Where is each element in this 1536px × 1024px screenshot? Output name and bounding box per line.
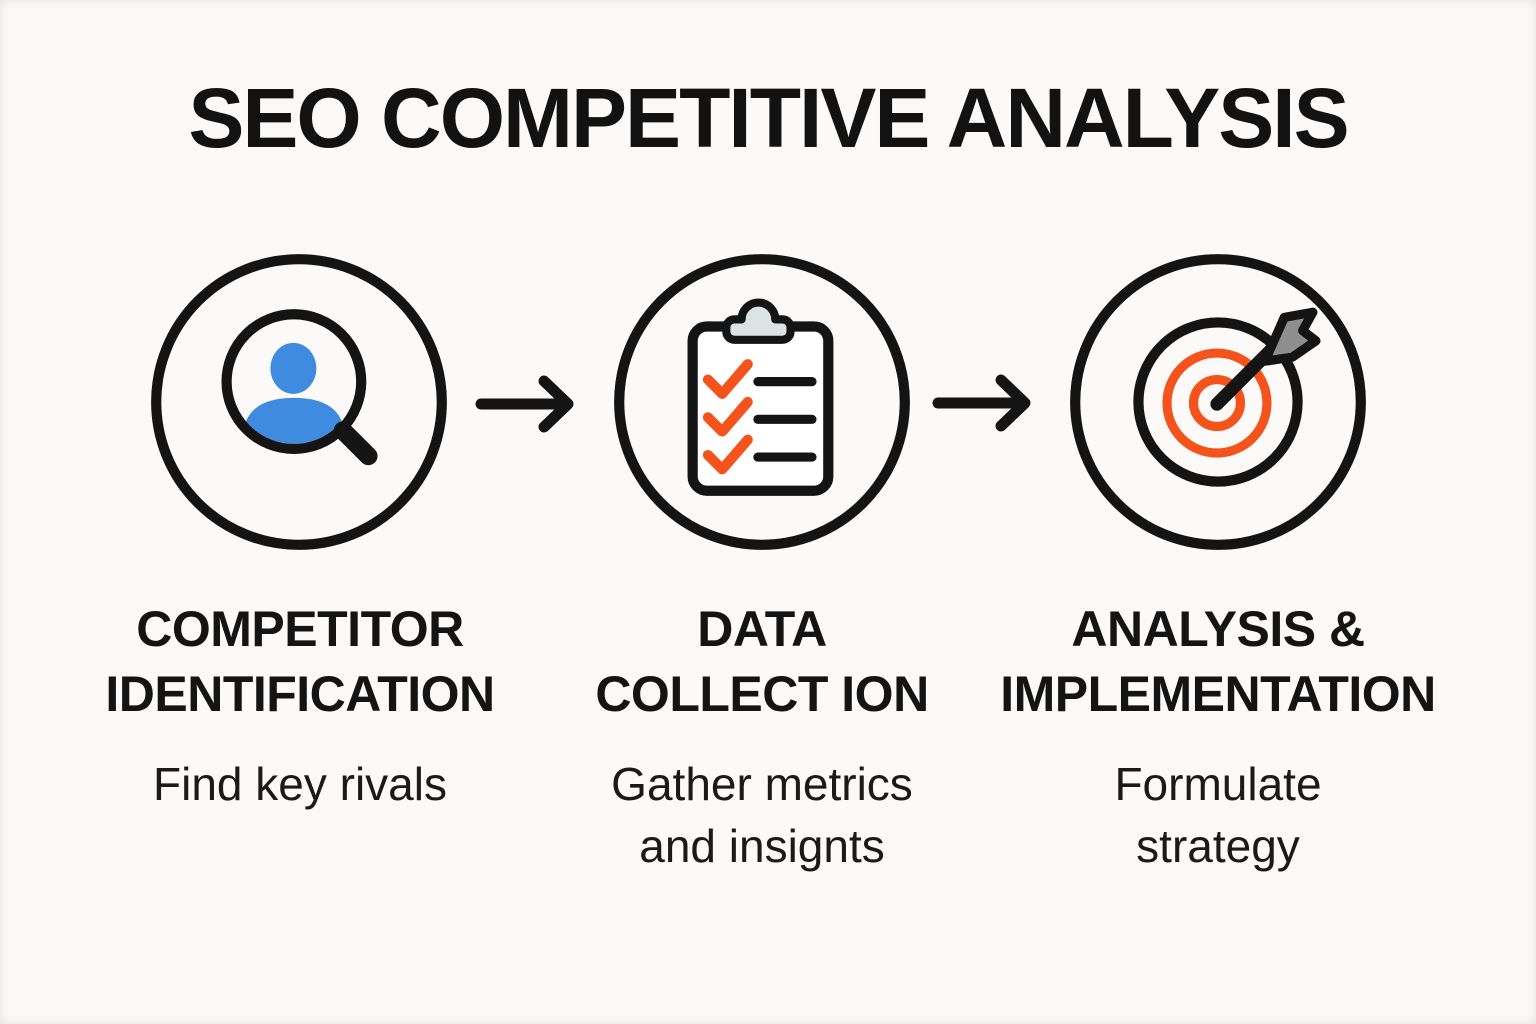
checklist-clipboard-icon	[614, 254, 910, 550]
heading-line: ANALYSIS &	[1071, 601, 1365, 657]
description-line: and insignts	[639, 820, 885, 872]
description-line: strategy	[1136, 820, 1300, 872]
heading-line: DATA	[697, 601, 827, 657]
heading-line: COLLECT ION	[595, 666, 929, 722]
step-circle	[151, 254, 447, 550]
target-arrow-icon	[1070, 254, 1366, 550]
step-description-competitor-identification: Find key rivals	[50, 753, 550, 815]
heading-line: IDENTIFICATION	[105, 666, 495, 722]
description-line: Gather metrics	[611, 758, 913, 810]
arrow-right-icon	[475, 375, 574, 433]
checkmark-icon	[702, 359, 753, 399]
step-description-data-collection: Gather metrics and insignts	[562, 753, 962, 877]
clipboard-clip	[722, 298, 795, 344]
target-ring-orange	[1162, 348, 1272, 458]
step-circle	[614, 254, 910, 550]
heading-line: IMPLEMENTATION	[1000, 666, 1436, 722]
arrow-fletching	[1260, 307, 1321, 366]
step-heading-data-collection: DATA COLLECT ION	[562, 597, 962, 727]
checkmark-icon	[702, 396, 753, 437]
step-heading-analysis-implementation: ANALYSIS & IMPLEMENTATION	[968, 597, 1468, 727]
checkmark-icon	[702, 434, 753, 475]
user-search-icon	[151, 254, 447, 550]
description-line: Find key rivals	[153, 758, 447, 810]
step-description-analysis-implementation: Formulate strategy	[968, 753, 1468, 877]
magnifier-handle	[333, 421, 378, 466]
arrow-right-icon	[932, 374, 1031, 432]
step-heading-competitor-identification: COMPETITOR IDENTIFICATION	[50, 597, 550, 727]
heading-line: COMPETITOR	[136, 601, 464, 657]
page-title: SEO COMPETITIVE ANALYSIS	[188, 71, 1349, 165]
checklist-rows	[702, 359, 817, 475]
magnifier-lens-icon	[221, 309, 367, 455]
target-ring-outer	[1133, 317, 1303, 487]
description-line: Formulate	[1114, 758, 1322, 810]
target-bullseye	[1188, 374, 1246, 432]
step-circle	[1070, 254, 1366, 550]
